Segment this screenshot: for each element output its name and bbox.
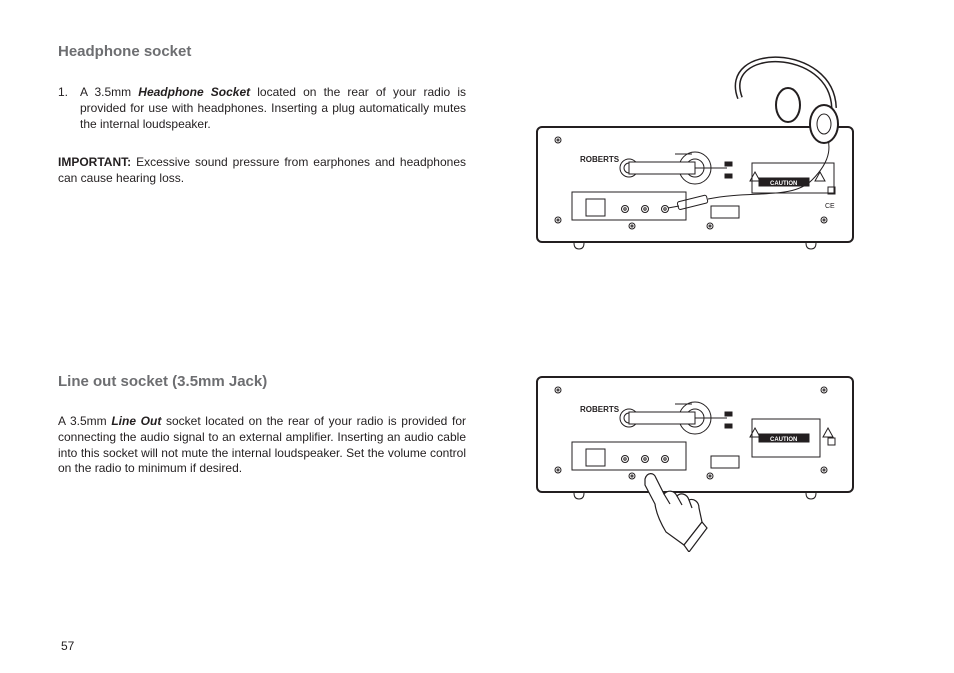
headphone-description: A 3.5mm Headphone Socket located on the …	[80, 85, 466, 131]
brand-label: ROBERTS	[580, 405, 620, 414]
caution-text: CAUTION	[770, 181, 797, 187]
caution-text: CAUTION	[770, 437, 797, 443]
port-panel	[571, 191, 687, 221]
headphones-icon	[734, 56, 839, 144]
headphone-socket-emphasis: Headphone Socket	[138, 85, 251, 99]
ethernet-port	[585, 198, 606, 217]
aux-in-socket	[621, 205, 629, 213]
radio-foot-right	[805, 242, 817, 250]
radio-headphone-illustration: ROBERTS CAUTION CE	[536, 56, 854, 250]
line-out-socket	[641, 205, 649, 213]
headphone-plug	[676, 194, 709, 210]
screw-icons	[554, 386, 828, 480]
radio-cabinet	[536, 376, 854, 493]
list-number: 1.	[58, 85, 69, 99]
radio-foot-right	[805, 492, 817, 500]
dc-in-socket	[710, 455, 740, 469]
ethernet-port	[585, 448, 606, 467]
important-notice: IMPORTANT: Excessive sound pressure from…	[58, 155, 466, 185]
aux-in-socket	[621, 455, 629, 463]
radio-foot-left	[573, 492, 585, 500]
radio-cabinet	[536, 126, 854, 243]
brand-label: ROBERTS	[580, 155, 620, 164]
headphone-socket	[661, 205, 669, 213]
caution-label	[751, 418, 821, 458]
headphone-cable	[707, 125, 830, 200]
line-out-emphasis: Line Out	[111, 414, 162, 428]
section-heading-headphone-socket: Headphone socket	[58, 43, 192, 60]
radio-line-out-illustration: ROBERTS CAUTION	[536, 376, 854, 552]
port-panel	[571, 441, 687, 471]
pointing-hand-icon	[644, 473, 708, 552]
dc-in-socket	[710, 205, 740, 219]
ce-mark: CE	[825, 203, 835, 210]
line-out-socket	[641, 455, 649, 463]
line-out-description: A 3.5mm Line Out socket located on the r…	[58, 414, 466, 476]
section-heading-line-out: Line out socket (3.5mm Jack)	[58, 373, 268, 390]
headphone-socket	[661, 455, 669, 463]
important-label: IMPORTANT:	[58, 155, 132, 169]
radio-foot-left	[573, 242, 585, 250]
page-number: 57	[61, 639, 75, 653]
